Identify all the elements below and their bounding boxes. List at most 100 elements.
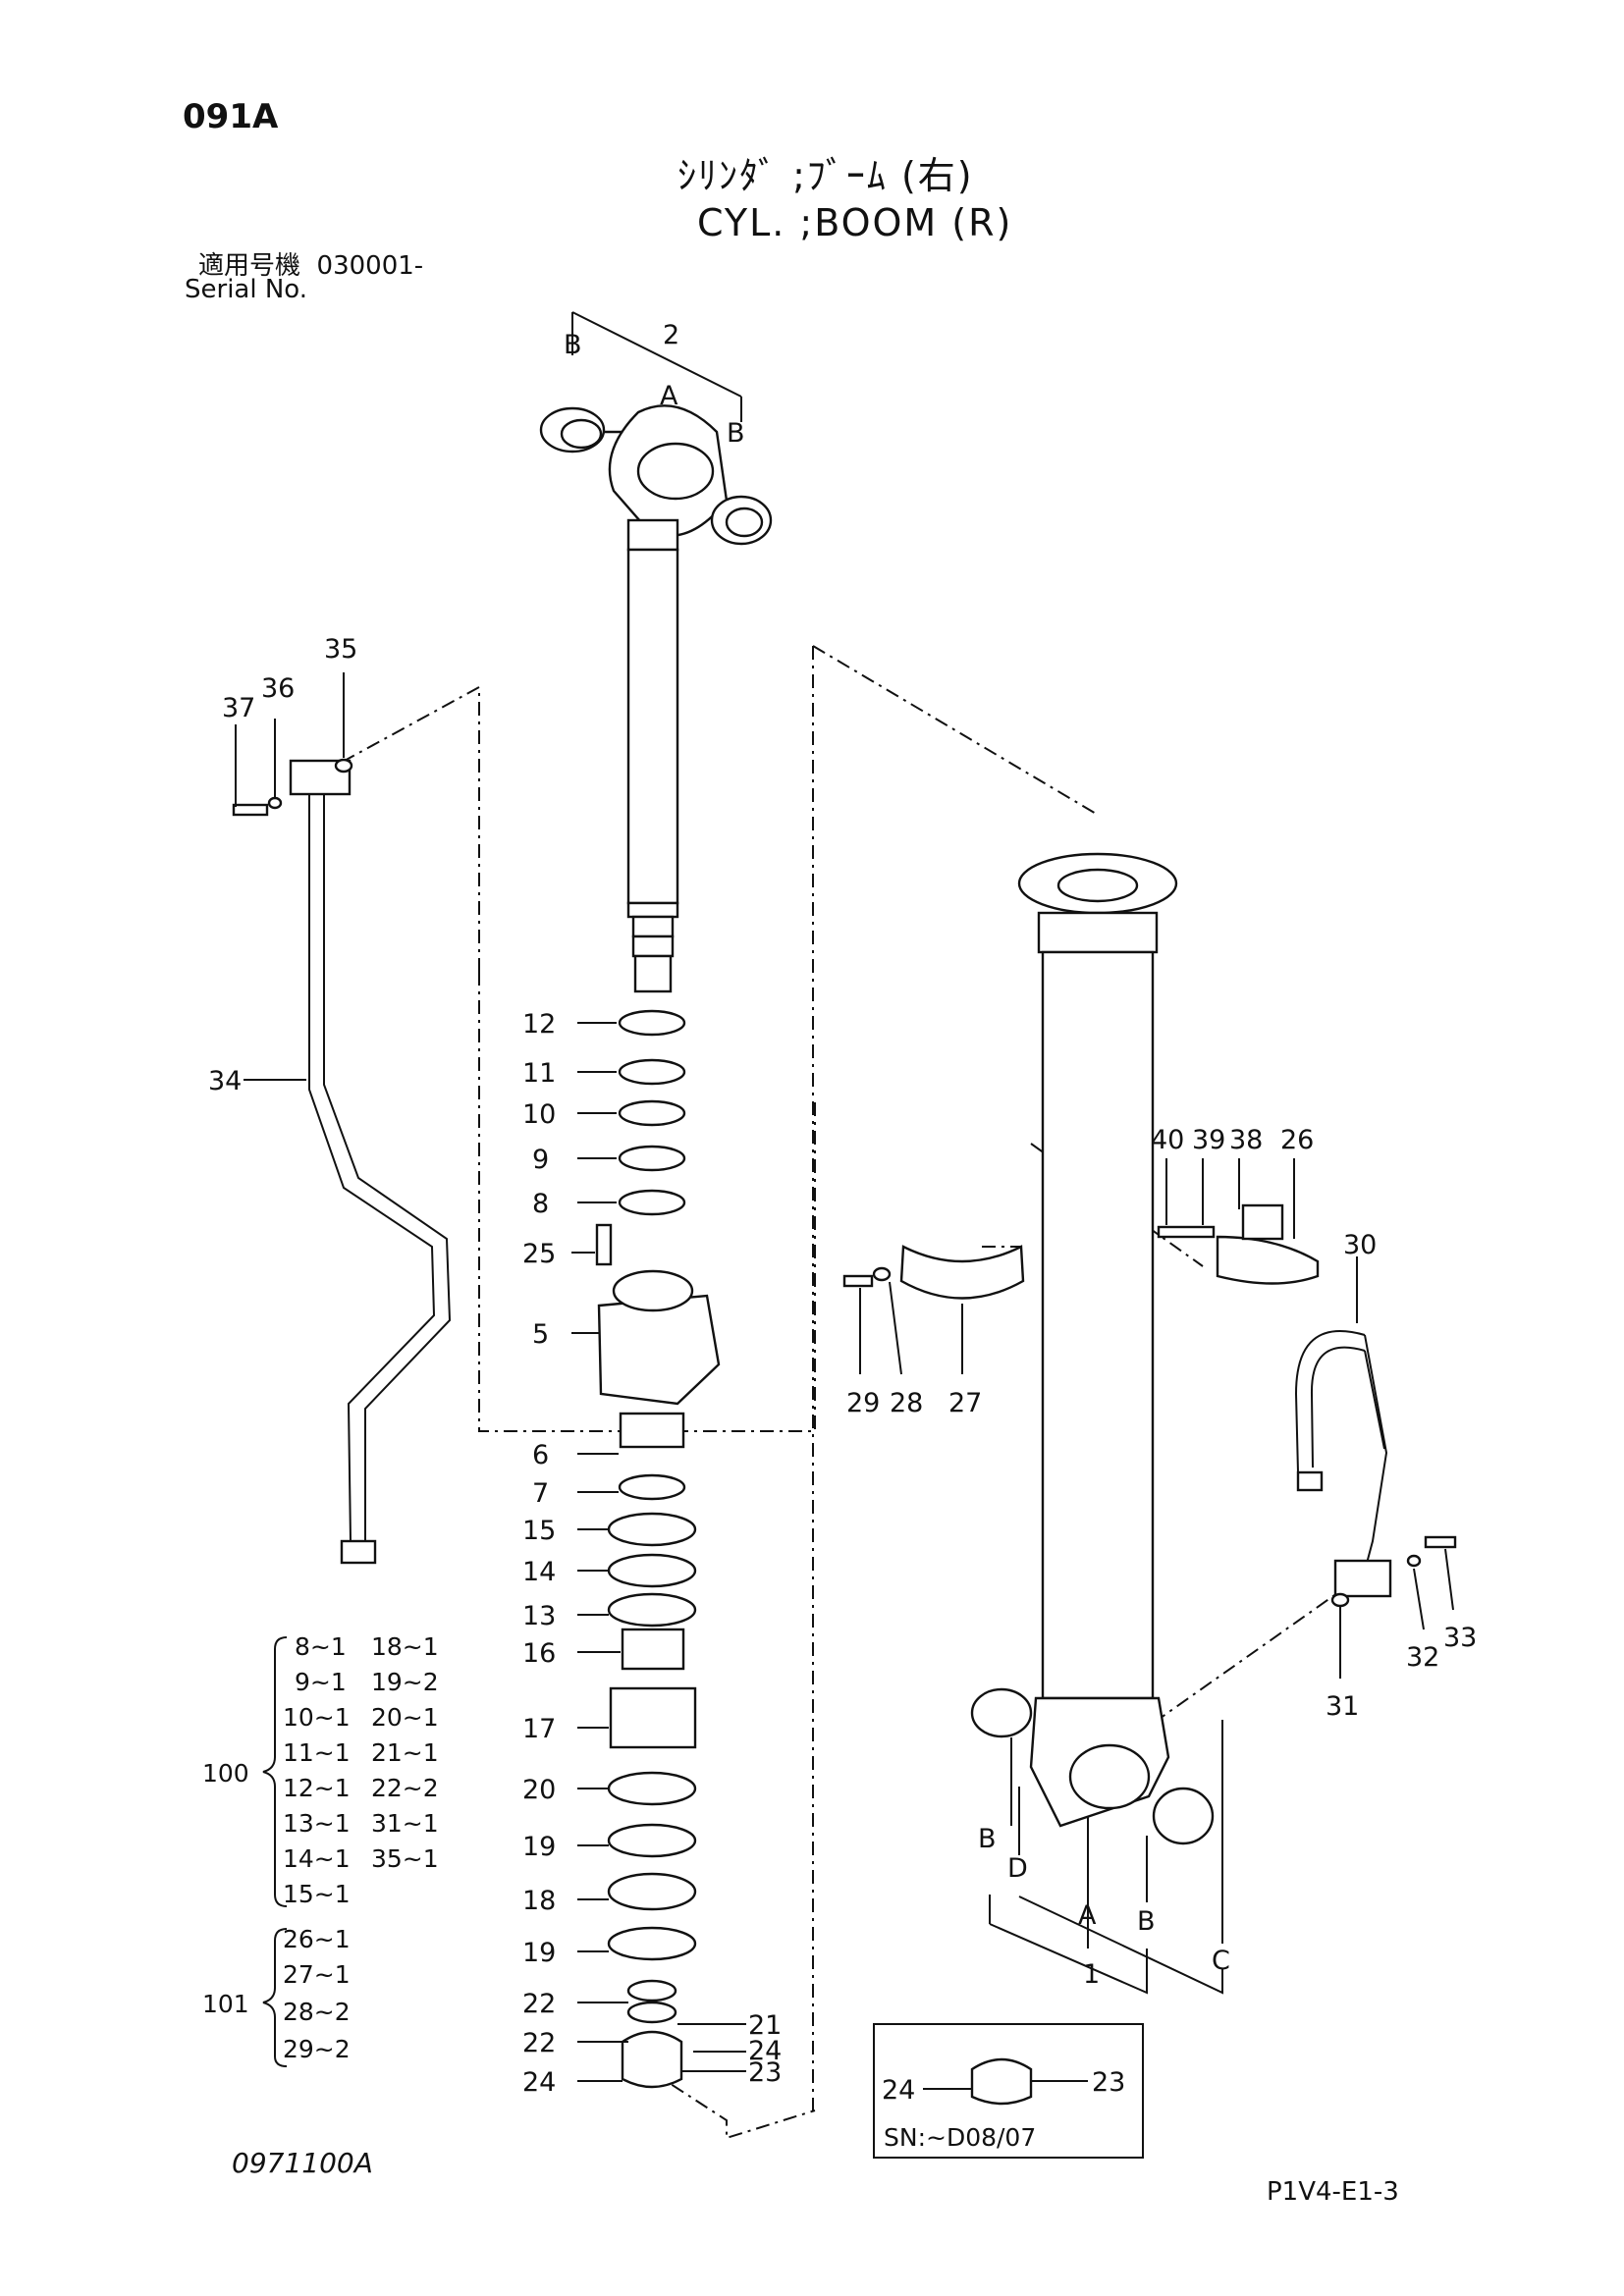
callout-39: 39	[1192, 1125, 1225, 1155]
kit-100-item: 12~1	[283, 1774, 351, 1802]
ring-22a	[626, 1979, 677, 2002]
callout-11: 11	[522, 1058, 556, 1089]
ring-15	[607, 1512, 697, 1547]
ring-9	[618, 1145, 686, 1172]
pipe-30-fitting	[1296, 1470, 1324, 1492]
callout-18: 18	[522, 1886, 556, 1916]
bracket-38	[1241, 1203, 1284, 1241]
ref-b-top-right: B	[727, 418, 745, 449]
pipe-30-line-a	[1294, 1330, 1366, 1485]
callout-7: 7	[532, 1478, 549, 1509]
callout-21: 21	[748, 2010, 782, 2041]
kit-100-brace	[262, 1636, 288, 1907]
callout-34: 34	[208, 1066, 242, 1096]
callout-9: 9	[532, 1145, 549, 1175]
ref-b-bottom-right: B	[1137, 1906, 1156, 1937]
callout-8: 8	[532, 1189, 549, 1219]
rod-shoulder	[626, 901, 679, 919]
clamp-and-pipe-parts	[842, 1203, 1457, 1608]
kit-101: 101 26~1 27~1 28~2 29~2	[202, 1925, 351, 2063]
kit-100-item: 19~2	[371, 1668, 439, 1696]
ring-18	[607, 1872, 697, 1911]
piston-17	[609, 1686, 697, 1749]
washer-28	[872, 1266, 892, 1282]
drawing-number: 0971100A	[232, 2147, 373, 2179]
callout-30: 30	[1343, 1230, 1377, 1260]
clamp-26	[1216, 1235, 1320, 1285]
serial-label-english: Serial No.	[185, 275, 307, 304]
callout-19-upper: 19	[522, 1832, 556, 1862]
rod-neck	[626, 518, 679, 552]
pipe-34-line-b	[323, 785, 452, 1541]
piston-rod-part	[539, 404, 773, 993]
ref-a-top: A	[660, 381, 678, 411]
callout-20: 20	[522, 1775, 556, 1805]
pipe-30-line-b	[1310, 1346, 1366, 1468]
callout-24-left: 24	[522, 2067, 556, 2098]
ring-14	[607, 1553, 697, 1588]
pipe-30-line-d	[1364, 1350, 1385, 1450]
callout-16: 16	[522, 1638, 556, 1669]
callout-31: 31	[1326, 1691, 1359, 1722]
flange-block-30	[1333, 1559, 1392, 1598]
callout-15: 15	[522, 1516, 556, 1546]
inset-serial-note: SN:~D08/07	[884, 2123, 1036, 2152]
inset-nut-23	[970, 2057, 1033, 2106]
callout-22-upper: 22	[522, 1989, 556, 2019]
serial-label-japanese: 適用号機	[198, 251, 301, 281]
bushing-right-bore	[725, 507, 764, 538]
callout-32: 32	[1406, 1642, 1439, 1673]
rod-seal-stack	[595, 1009, 686, 1266]
tube-base-bore	[1068, 1743, 1151, 1810]
oring-35	[334, 758, 353, 774]
band-27	[899, 1245, 1025, 1300]
kit-100-item: 31~1	[371, 1809, 439, 1838]
kit-100-item: 10~1	[283, 1703, 351, 1732]
bolt-37	[232, 803, 269, 817]
bottom-reference-bracket	[989, 1896, 1223, 1995]
washer-32	[1406, 1554, 1422, 1568]
callout-35: 35	[324, 634, 357, 665]
bushing-base-right	[1152, 1787, 1215, 1845]
callout-12: 12	[522, 1009, 556, 1040]
rod-thread-1	[631, 915, 675, 938]
sheet-reference: P1V4-E1-3	[1267, 2177, 1399, 2207]
tube-head-collar	[1037, 911, 1159, 954]
ref-c-bottom: C	[1212, 1946, 1230, 1976]
ref-d-bottom: D	[1007, 1853, 1028, 1884]
serial-range: 適用号機 030001-	[198, 253, 423, 279]
ring-10	[618, 1099, 686, 1127]
bolt-40	[1157, 1225, 1216, 1239]
ring-19b	[607, 1926, 697, 1961]
kit-101-item: 26~1	[283, 1925, 351, 1953]
bushing-base-left	[970, 1687, 1033, 1738]
bolt-29	[842, 1274, 874, 1288]
rod-head-flange	[597, 1294, 721, 1406]
bushing-left-bore	[560, 418, 603, 450]
kit-101-item: 27~1	[283, 1960, 351, 1989]
leader-lines	[235, 672, 1454, 2082]
callout-17: 17	[522, 1714, 556, 1744]
bushing-6	[619, 1412, 685, 1449]
pipe-30-line-c	[1364, 1334, 1388, 1572]
callout-19-lower: 19	[522, 1938, 556, 1968]
serial-value: 030001-	[316, 251, 424, 281]
bolt-25	[595, 1223, 613, 1266]
top-reference-bracket	[571, 311, 742, 422]
ring-20	[607, 1771, 697, 1806]
kit-100-item: 21~1	[371, 1738, 439, 1767]
pipe-34-part	[232, 758, 452, 1565]
cylinder-tube-part	[970, 852, 1215, 1845]
kit-100-item: 9~1	[295, 1668, 347, 1696]
pipe-34-fitting	[340, 1539, 377, 1565]
ref-b-top-left: B	[564, 330, 582, 360]
inset-labels: 24 23 SN:~D08/07	[882, 2067, 1125, 2152]
assembly-centerlines	[331, 645, 1338, 2140]
kit-100-item: 20~1	[371, 1703, 439, 1732]
callout-40: 40	[1151, 1125, 1184, 1155]
callout-28: 28	[890, 1388, 923, 1418]
oring-31	[1330, 1592, 1350, 1608]
lower-seal-stack	[607, 1412, 697, 2089]
kit-100-item: 11~1	[283, 1738, 351, 1767]
callout-6: 6	[532, 1440, 549, 1470]
